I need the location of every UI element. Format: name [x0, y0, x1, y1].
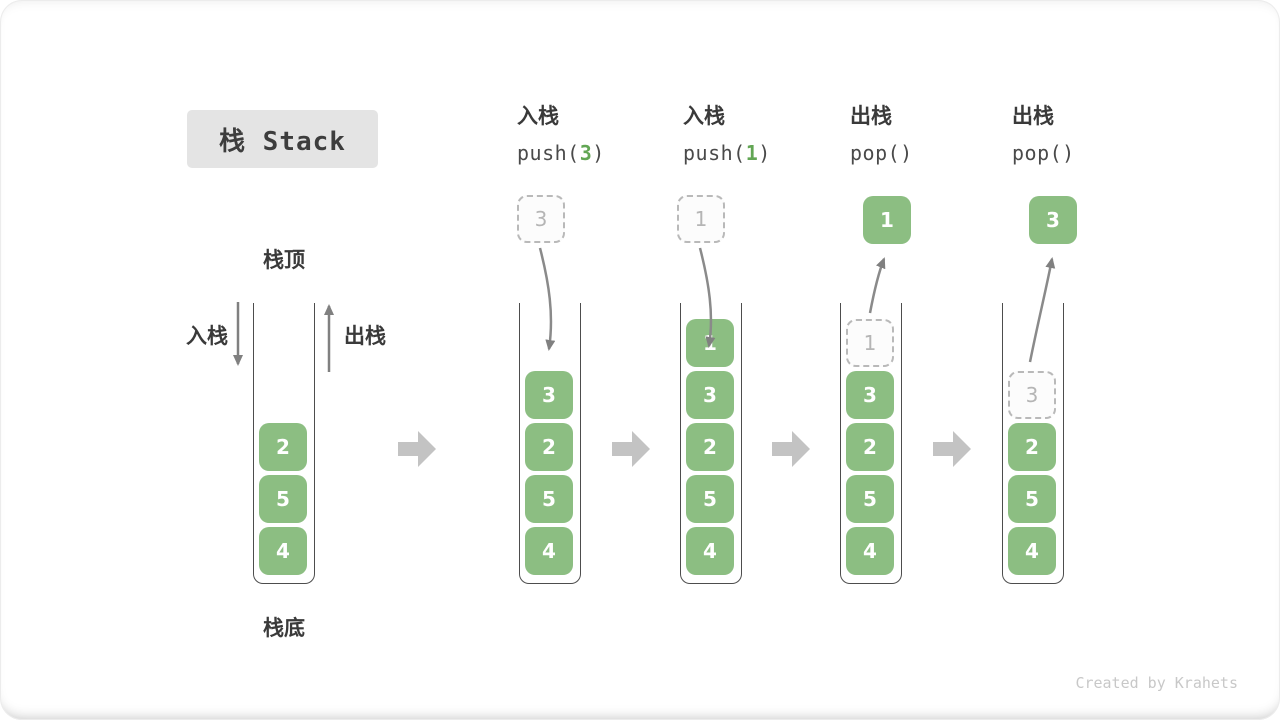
cell-value: 4 — [276, 539, 290, 563]
cell-value: 2 — [1025, 435, 1039, 459]
cell-value: 1 — [703, 331, 717, 355]
op-code: push(3) — [517, 141, 605, 165]
cell-value: 3 — [703, 383, 717, 407]
cell-value: 4 — [863, 539, 877, 563]
op-header-push-3: 入栈 push(3) — [517, 104, 605, 166]
pop-side-label: 出栈 — [344, 324, 386, 348]
code-post: ) — [592, 141, 605, 165]
stack-cell: 2 — [846, 423, 894, 471]
floating-cell-value: 1 — [694, 207, 708, 231]
diagram-title: 栈 Stack — [219, 126, 346, 157]
stack-cell-removed: 3 — [1008, 371, 1056, 419]
stack-cell: 4 — [1008, 527, 1056, 575]
stack-cell-removed: 1 — [846, 319, 894, 367]
stack-container-5: 3 2 5 4 — [1002, 303, 1064, 584]
step-arrow-1 — [398, 431, 436, 467]
op-label: 出栈 — [850, 104, 892, 128]
code-post: ) — [900, 141, 913, 165]
floating-cell-value: 3 — [534, 207, 548, 231]
stack-cell: 4 — [846, 527, 894, 575]
code-pre: pop( — [1012, 141, 1063, 165]
step-arrow-2 — [612, 431, 650, 467]
code-pre: pop( — [850, 141, 901, 165]
op-label: 出栈 — [1012, 104, 1054, 128]
cell-value: 2 — [542, 435, 556, 459]
diagram-title-box: 栈 Stack — [187, 110, 378, 168]
code-arg: 1 — [745, 141, 759, 165]
cell-value: 5 — [703, 487, 717, 511]
credit-text: Created by Krahets — [1075, 674, 1238, 692]
cell-value: 2 — [863, 435, 877, 459]
cell-value: 5 — [542, 487, 556, 511]
op-code: pop() — [1012, 141, 1075, 165]
cell-value: 4 — [703, 539, 717, 563]
cell-value: 2 — [276, 435, 290, 459]
stack-container-2: 3 2 5 4 — [519, 303, 581, 584]
stack-container-4: 1 3 2 5 4 — [840, 303, 902, 584]
op-label: 入栈 — [683, 104, 725, 128]
floating-cell-value: 3 — [1046, 208, 1060, 232]
stack-cell: 5 — [259, 475, 307, 523]
op-code: pop() — [850, 141, 913, 165]
stack-cell: 5 — [846, 475, 894, 523]
stack-cell: 4 — [525, 527, 573, 575]
stack-cell: 5 — [686, 475, 734, 523]
stack-cell: 5 — [525, 475, 573, 523]
stack-cell: 1 — [686, 319, 734, 367]
stack-cell: 2 — [525, 423, 573, 471]
cell-value: 1 — [863, 331, 877, 355]
op-header-pop-1: 出栈 pop() — [850, 104, 913, 166]
stack-cell: 5 — [1008, 475, 1056, 523]
op-header-push-1: 入栈 push(1) — [683, 104, 771, 166]
code-post: ) — [1062, 141, 1075, 165]
cell-value: 2 — [703, 435, 717, 459]
floating-cell-popped-3: 3 — [1029, 196, 1077, 244]
stack-cell: 3 — [525, 371, 573, 419]
stack-top-label: 栈顶 — [263, 248, 305, 272]
op-code: push(1) — [683, 141, 771, 165]
code-pre: push( — [683, 141, 746, 165]
cell-value: 3 — [542, 383, 556, 407]
stack-cell: 3 — [846, 371, 894, 419]
cell-value: 5 — [1025, 487, 1039, 511]
op-label: 入栈 — [517, 104, 559, 128]
floating-cell-value: 1 — [880, 208, 894, 232]
cell-value: 5 — [863, 487, 877, 511]
stack-cell: 2 — [1008, 423, 1056, 471]
stack-cell: 3 — [686, 371, 734, 419]
stack-cell: 4 — [686, 527, 734, 575]
cell-value: 3 — [1025, 383, 1039, 407]
floating-cell-popped-1: 1 — [863, 196, 911, 244]
step-arrow-3 — [772, 431, 810, 467]
stack-cell: 4 — [259, 527, 307, 575]
push-side-label: 入栈 — [186, 324, 228, 348]
stack-container-1: 2 5 4 — [253, 303, 315, 584]
step-arrow-4 — [933, 431, 971, 467]
stack-cell: 2 — [259, 423, 307, 471]
code-pre: push( — [517, 141, 580, 165]
cell-value: 4 — [542, 539, 556, 563]
cell-value: 3 — [863, 383, 877, 407]
code-post: ) — [758, 141, 771, 165]
stack-container-3: 1 3 2 5 4 — [680, 303, 742, 584]
code-arg: 3 — [579, 141, 593, 165]
stack-cell: 2 — [686, 423, 734, 471]
cell-value: 4 — [1025, 539, 1039, 563]
stack-bottom-label: 栈底 — [263, 616, 305, 640]
floating-cell-push-1: 1 — [677, 195, 725, 243]
op-header-pop-2: 出栈 pop() — [1012, 104, 1075, 166]
cell-value: 5 — [276, 487, 290, 511]
floating-cell-push-3: 3 — [517, 195, 565, 243]
